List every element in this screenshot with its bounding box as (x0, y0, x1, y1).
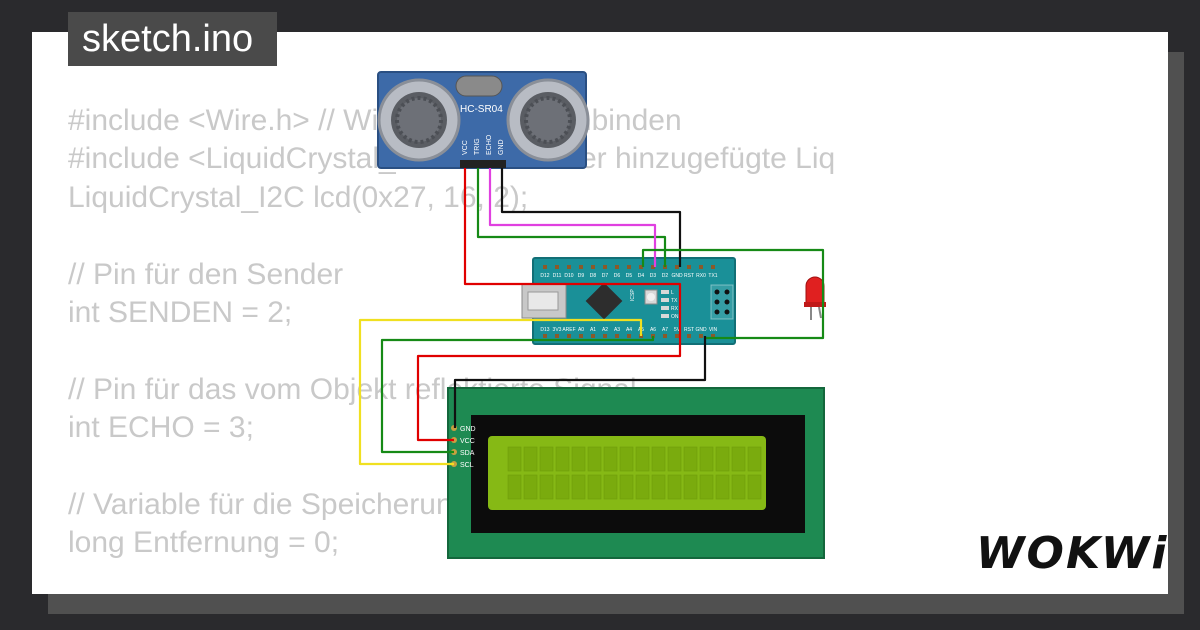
wires (358, 168, 825, 466)
lcd-cell (571, 446, 586, 472)
lcd-cell (635, 474, 650, 500)
lcd-pin-label: GND (460, 426, 476, 433)
lcd-pin-label: VCC (460, 438, 475, 445)
pin-label: A0 (578, 327, 584, 333)
lcd-cell (539, 446, 554, 472)
lcd-cell (555, 446, 570, 472)
pin-label: D7 (602, 273, 609, 279)
pin-label: D4 (638, 273, 645, 279)
lcd-cell (507, 446, 522, 472)
sensor-pin-label: ECHO (486, 134, 493, 155)
pin-label: D2 (662, 273, 669, 279)
pin-label: A3 (614, 327, 620, 333)
arduino-nano[interactable]: ICSP L TX RX ON D12 D11 D10 D9 D8 D7 D6 … (521, 257, 736, 345)
lcd-cell (747, 474, 762, 500)
lcd-cell (523, 446, 538, 472)
lcd-cell (715, 474, 730, 500)
pin-label: A6 (650, 327, 656, 333)
lcd-cell (715, 446, 730, 472)
pin-label: A7 (662, 327, 668, 333)
lcd-cell (635, 446, 650, 472)
wire-vcc-red (416, 168, 682, 442)
lcd-cell (667, 474, 682, 500)
ultrasonic-sensor[interactable]: HC-SR04 VCC TRIG ECHO GND (377, 71, 590, 169)
pin-label: D9 (578, 273, 585, 279)
board-label: ON (671, 314, 679, 320)
lcd-cell (747, 446, 762, 472)
lcd-cell (683, 446, 698, 472)
pin-label: A4 (626, 327, 632, 333)
pin-label: TX1 (708, 273, 717, 279)
lcd-cell (603, 446, 618, 472)
wokwi-logo: WOKWi (976, 528, 1169, 579)
pin-label: D10 (564, 273, 573, 279)
pin-label: RX0 (696, 273, 706, 279)
wire-scl-yellow (358, 318, 643, 466)
board-label: L (671, 290, 674, 296)
pin-label: D5 (626, 273, 633, 279)
lcd-cell (603, 474, 618, 500)
sensor-pin-label: GND (498, 139, 505, 155)
lcd-cell (619, 474, 634, 500)
pin-label: D3 (650, 273, 657, 279)
lcd-cell (699, 446, 714, 472)
board-label: RX (671, 306, 679, 312)
lcd-cell (571, 474, 586, 500)
pin-label: D12 (540, 273, 549, 279)
code-line: long Entfernung = 0; (68, 526, 340, 560)
lcd-cell (619, 446, 634, 472)
lcd-cell (587, 446, 602, 472)
wire-lcd-gnd-black (453, 336, 707, 428)
pin-label: D11 (553, 273, 562, 279)
sensor-model-label: HC-SR04 (460, 104, 503, 115)
wire-led-green (641, 248, 825, 340)
lcd-display[interactable]: GND VCC SDA SCL (447, 387, 825, 559)
pin-label: RST (684, 273, 694, 279)
wire-sda-green (380, 336, 655, 454)
pin-label: GND (671, 273, 683, 279)
pin-label: 5V (674, 327, 681, 333)
lcd-pin-label: SDA (460, 450, 475, 457)
pin-label: VIN (709, 327, 718, 333)
lcd-cell (555, 474, 570, 500)
code-line: int SENDEN = 2; (68, 295, 293, 329)
wire-echo-magenta (488, 168, 657, 267)
pin-label: GND (695, 327, 707, 333)
code-line: // Pin für den Sender (68, 257, 344, 291)
pin-label: 3V3 (553, 327, 562, 333)
wire-trig-green (476, 168, 667, 267)
board-label: TX (671, 298, 678, 304)
pin-label: AREF (562, 327, 575, 333)
sensor-pin-label: TRIG (474, 138, 481, 155)
pin-label: A2 (602, 327, 608, 333)
lcd-cell (731, 446, 746, 472)
lcd-cell (731, 474, 746, 500)
lcd-cell (683, 474, 698, 500)
lcd-cell (587, 474, 602, 500)
lcd-cell (539, 474, 554, 500)
pin-label: D6 (614, 273, 621, 279)
wire-gnd-black (500, 168, 682, 267)
sensor-pin-label: VCC (462, 140, 469, 155)
pin-label: A1 (590, 327, 596, 333)
file-title: sketch.ino (68, 12, 278, 66)
lcd-pin-label: SCL (460, 462, 474, 469)
code-line: int ECHO = 3; (68, 411, 254, 445)
pin-label: RST (684, 327, 694, 333)
lcd-cell (507, 474, 522, 500)
pin-label: D13 (540, 327, 549, 333)
lcd-cell (651, 474, 666, 500)
pin-label: D8 (590, 273, 597, 279)
lcd-cell (699, 474, 714, 500)
lcd-cell (667, 446, 682, 472)
lcd-cell (523, 474, 538, 500)
lcd-cell (651, 446, 666, 472)
chip-label: ICSP (630, 289, 636, 301)
